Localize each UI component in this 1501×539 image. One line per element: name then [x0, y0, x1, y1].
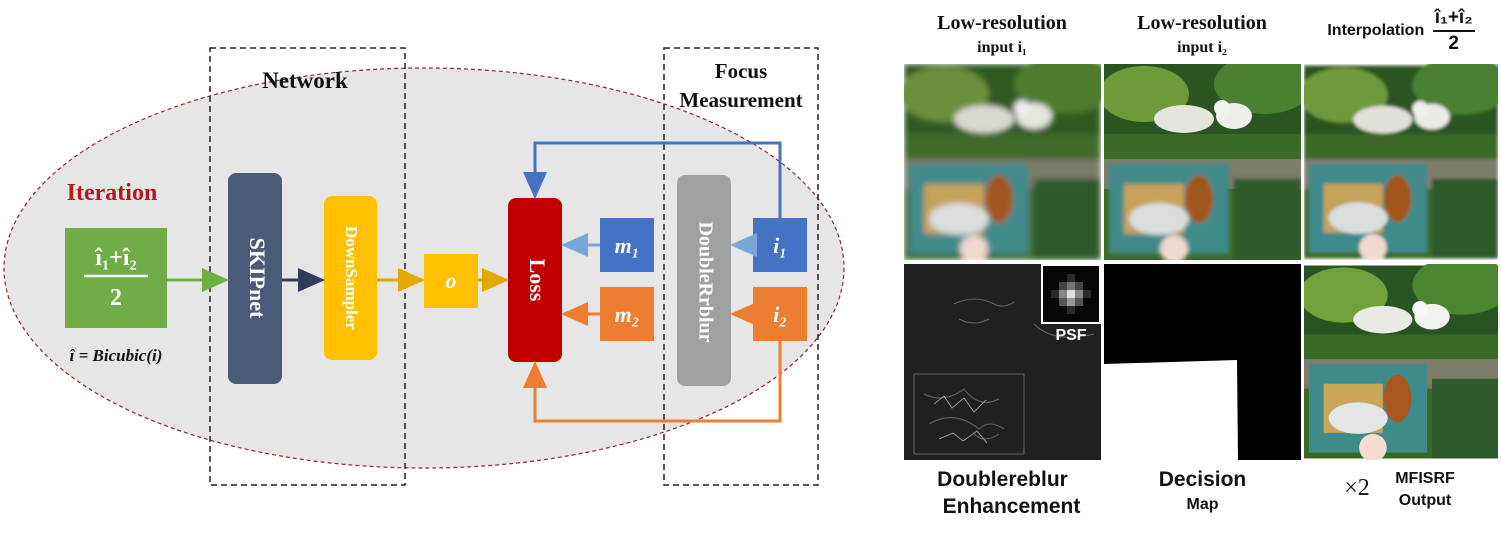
psf-inset [1041, 264, 1101, 324]
col2-title: Low-resolution [1104, 12, 1300, 35]
i1-label: i₁ [773, 233, 787, 258]
col3-prefix: Interpolation [1327, 22, 1424, 39]
m2-label: m₂ [615, 302, 640, 327]
caption-scale: ×2 [1332, 475, 1382, 502]
network-label: Network [262, 68, 348, 93]
decision-map-image [1104, 264, 1301, 460]
caption-decision-line2: Map [1104, 496, 1301, 514]
focus-label-line1: Focus [715, 59, 768, 83]
photo-mfisrf-output [1304, 264, 1498, 460]
photo-interpolation-image [1304, 64, 1498, 260]
col3-denominator: 2 [1433, 32, 1475, 56]
iteration-label: Iteration [67, 180, 158, 206]
skipnet-label: SKIPnet [245, 238, 270, 319]
caption-decision-line1: Decision [1104, 468, 1301, 492]
psf-kernel-image [1043, 266, 1099, 322]
col3-numerator: î₁+î₂ [1433, 6, 1475, 32]
col3-fraction: î₁+î₂ 2 [1433, 6, 1475, 56]
caption-doublereblur-line2: Enhancement [904, 495, 1119, 519]
network-diagram: Iteration Network Focus Measurement î₁+î… [0, 0, 900, 539]
init-average-box [65, 228, 167, 328]
col1-title: Low-resolution [904, 12, 1100, 35]
i2-label: i₂ [773, 302, 787, 327]
photo-lr-input-i1 [904, 64, 1101, 260]
photo-interpolation [1304, 64, 1498, 260]
loss-label: Loss [525, 259, 550, 302]
caption-mfisrf-line2: Output [1380, 492, 1470, 510]
photo-decision-map [1104, 264, 1301, 460]
init-denominator: 2 [110, 285, 122, 311]
col3-title: Interpolation î₁+î₂ 2 [1304, 6, 1498, 56]
caption-doublereblur-line1: Doublereblur [904, 468, 1101, 492]
init-numerator: î₁+î₂ [94, 245, 136, 271]
photo-lr-input-i2-image [1104, 64, 1301, 260]
photo-doublereblur-enhancement: PSF [904, 264, 1101, 460]
col1-subtitle: input i₁ [904, 39, 1100, 57]
photo-lr-input-i2 [1104, 64, 1301, 260]
downsampler-label: DownSampler [342, 226, 361, 330]
bicubic-formula: î = Bicubic(i) [70, 346, 163, 365]
doublerblur-label: DoubleRrblur [694, 221, 716, 342]
mfisrf-output-image [1304, 264, 1498, 460]
col2-subtitle: input i₂ [1104, 39, 1300, 57]
focus-label-line2: Measurement [679, 88, 802, 112]
photo-lr-input-i1-image [904, 64, 1101, 260]
output-o-label: o [446, 268, 457, 293]
caption-mfisrf-line1: MFISRF [1380, 470, 1470, 488]
m1-label: m₁ [615, 233, 640, 258]
psf-label: PSF [1045, 327, 1097, 345]
